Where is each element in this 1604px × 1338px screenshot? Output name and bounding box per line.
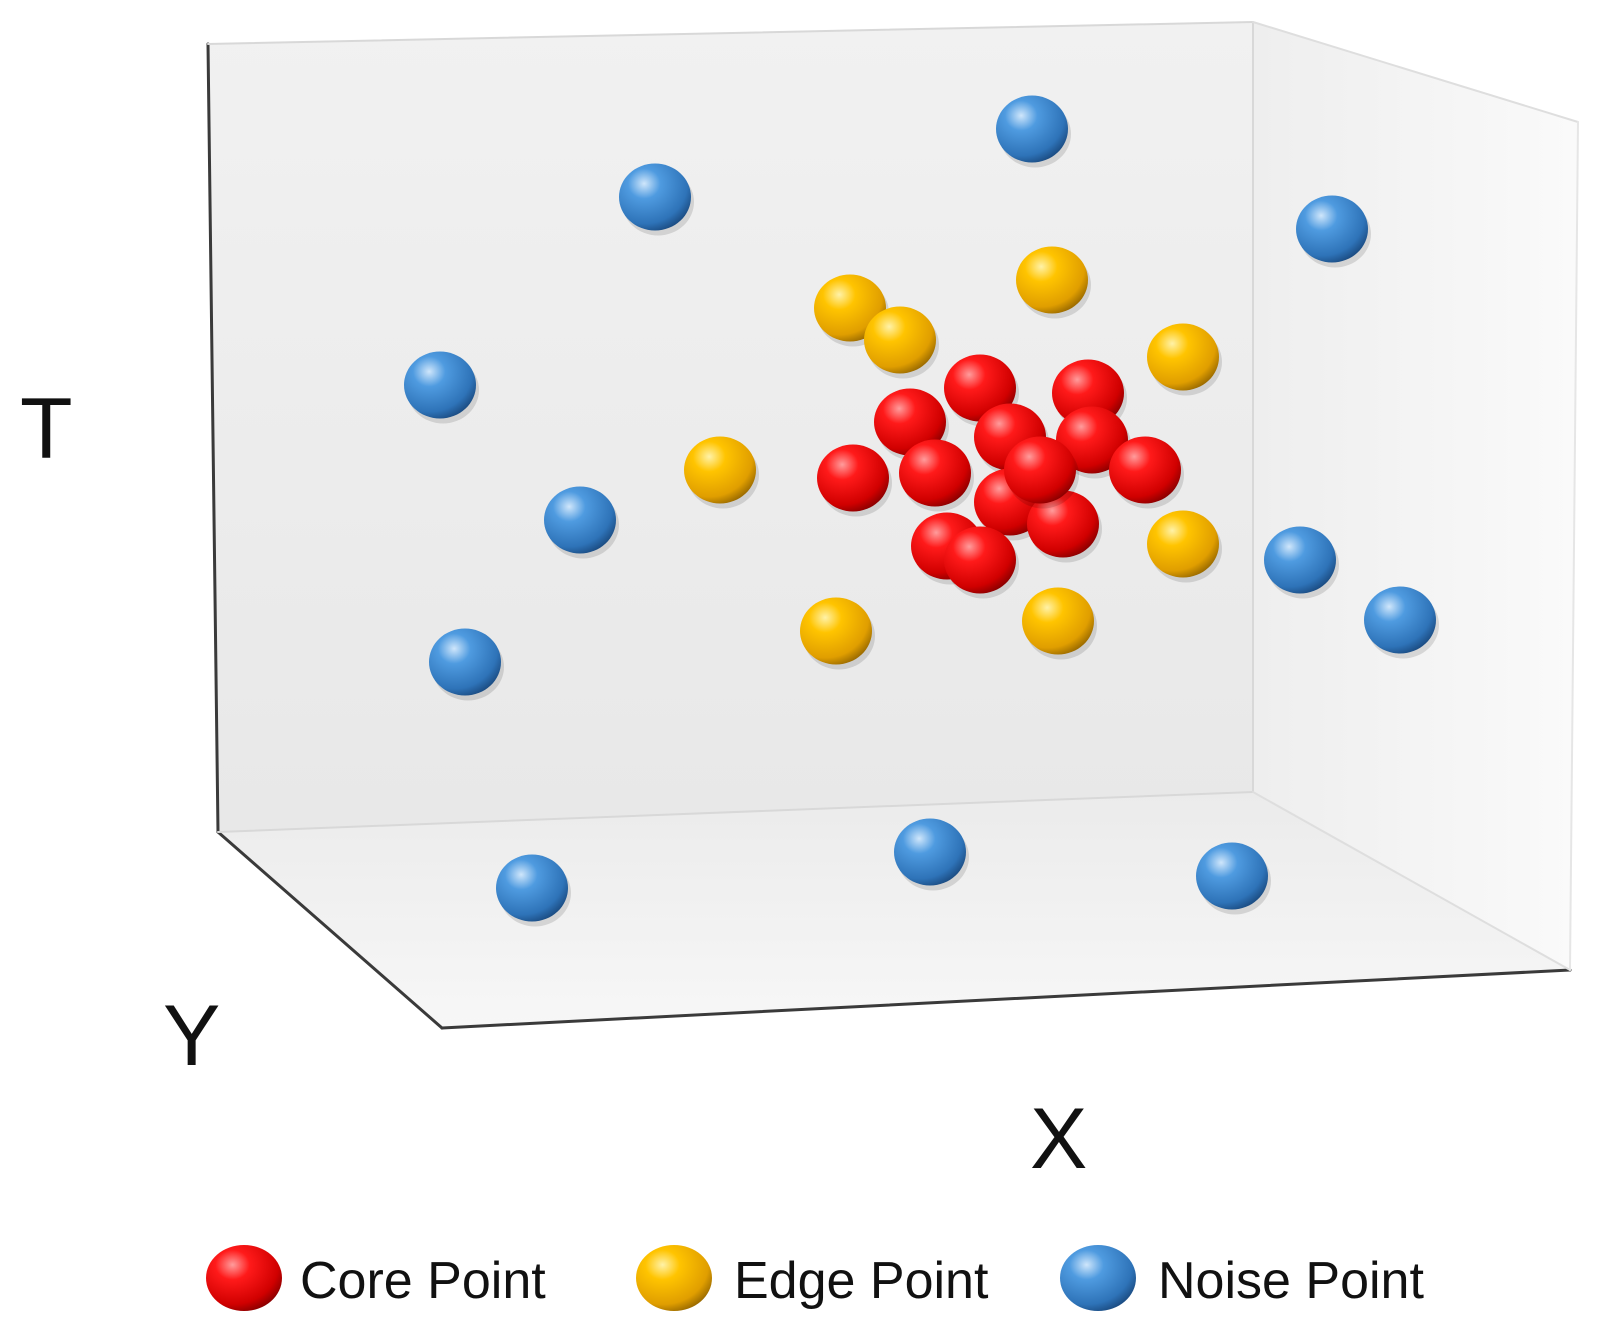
edge-point-sphere xyxy=(1147,323,1219,391)
noise-point-sphere xyxy=(1196,842,1268,910)
core-point-sphere xyxy=(874,388,946,456)
edge-point-sphere xyxy=(684,436,756,504)
noise-point xyxy=(1296,195,1371,268)
back-bottom-edge xyxy=(217,791,1254,833)
legend-swatch-core xyxy=(206,1245,282,1311)
legend-swatch-noise xyxy=(1060,1245,1136,1311)
side-front-edge xyxy=(1569,121,1579,971)
box-panels xyxy=(208,22,1578,1028)
edge-point-sphere xyxy=(1147,510,1219,578)
back-left-edge xyxy=(206,42,220,834)
points-layer xyxy=(404,95,1439,927)
legend-label-noise: Noise Point xyxy=(1158,1252,1424,1310)
core-point xyxy=(944,526,1019,599)
noise-point-sphere xyxy=(1364,586,1436,654)
core-point-sphere xyxy=(944,526,1016,594)
core-point-sphere xyxy=(1109,436,1181,504)
noise-point-sphere xyxy=(1296,195,1368,263)
noise-point-sphere xyxy=(1264,526,1336,594)
core-point-sphere xyxy=(817,444,889,512)
floor-front-edge xyxy=(216,830,444,1030)
noise-point xyxy=(404,351,479,424)
edge-point xyxy=(1147,323,1222,396)
axis-label-t: T xyxy=(20,381,73,477)
axis-label-x: X xyxy=(1030,1091,1087,1187)
noise-point-sphere xyxy=(894,818,966,886)
noise-point-sphere xyxy=(619,163,691,231)
noise-point-sphere xyxy=(496,854,568,922)
noise-point xyxy=(1196,842,1271,915)
noise-point-sphere xyxy=(996,95,1068,163)
edge-point-sphere xyxy=(800,597,872,665)
edge-point-sphere xyxy=(1016,246,1088,314)
core-point xyxy=(1109,436,1184,509)
edge-point xyxy=(1016,246,1091,319)
legend-label-core: Core Point xyxy=(300,1252,546,1310)
edge-point xyxy=(800,597,875,670)
side-top-edge xyxy=(1252,21,1579,123)
edge-point xyxy=(1022,587,1097,660)
floor-bottom-edge xyxy=(440,968,1572,1030)
edge-point xyxy=(864,306,939,379)
noise-point-sphere xyxy=(544,486,616,554)
core-point-sphere xyxy=(1027,490,1099,558)
core-point-sphere xyxy=(1004,436,1076,504)
noise-point xyxy=(619,163,694,236)
core-point-sphere xyxy=(1056,406,1128,474)
legend-label-edge: Edge Point xyxy=(734,1252,989,1310)
side-bottom-edge xyxy=(1252,791,1571,971)
axis-label-y: Y xyxy=(163,988,220,1084)
noise-point xyxy=(496,854,571,927)
noise-point xyxy=(996,95,1071,168)
edge-point xyxy=(684,436,759,509)
edge-point xyxy=(1147,510,1222,583)
noise-point xyxy=(429,628,504,701)
noise-point xyxy=(1264,526,1339,599)
legend-swatch-edge xyxy=(636,1245,712,1311)
edge-point-sphere xyxy=(864,306,936,374)
noise-point xyxy=(894,818,969,891)
noise-point xyxy=(544,486,619,559)
core-point xyxy=(1004,436,1079,509)
noise-point-sphere xyxy=(429,628,501,696)
core-point xyxy=(817,444,892,517)
back-top-edge xyxy=(207,21,1254,45)
legend-item-edge: Edge Point xyxy=(636,1245,989,1311)
core-point-sphere xyxy=(899,439,971,507)
core-point xyxy=(874,388,949,461)
legend: Core Point Edge Point Noise Point xyxy=(206,1245,1424,1311)
legend-item-noise: Noise Point xyxy=(1060,1245,1424,1311)
noise-point xyxy=(1364,586,1439,659)
edge-point-sphere xyxy=(1022,587,1094,655)
box-edges xyxy=(206,21,1579,1030)
core-point xyxy=(1027,490,1102,563)
legend-item-core: Core Point xyxy=(206,1245,546,1311)
noise-point-sphere xyxy=(404,351,476,419)
core-point xyxy=(899,439,974,512)
core-point-sphere xyxy=(944,354,1016,422)
